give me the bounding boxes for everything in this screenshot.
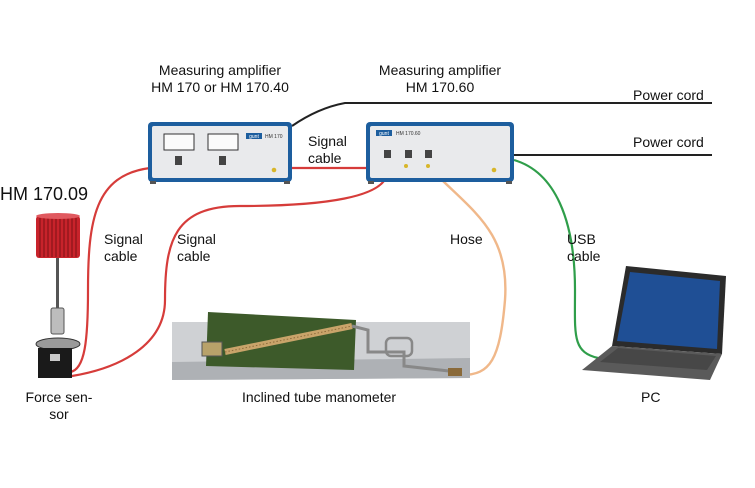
usb-cable-line bbox=[513, 158, 599, 360]
usb-cable-label-line2: cable bbox=[567, 248, 601, 264]
amp2-model: HM 170.60 bbox=[396, 131, 421, 137]
amplifier-1-label: Measuring amplifier HM 170 or HM 170.40 bbox=[132, 62, 308, 96]
usb-cable-label: USB cable bbox=[567, 231, 600, 265]
signal-cable-label-center: Signal cable bbox=[177, 231, 216, 265]
hose-line bbox=[429, 167, 507, 377]
signal-cable-sensor bbox=[69, 166, 151, 374]
power-cord-label-1: Power cord bbox=[633, 87, 704, 103]
sensor-model-label: HM 170.09 bbox=[0, 184, 89, 204]
signal-cable-label-center-line1: Signal bbox=[177, 231, 216, 247]
laptop-pc bbox=[582, 266, 726, 380]
amp1-brand: gunt bbox=[249, 134, 259, 140]
signal-cable-label-mid-line1: Signal bbox=[308, 133, 347, 149]
amp2-brand: gunt bbox=[379, 131, 389, 137]
signal-cable-label-center-line2: cable bbox=[177, 248, 211, 264]
power-cord-1 bbox=[291, 102, 712, 127]
manometer-label: Inclined tube manometer bbox=[241, 389, 397, 405]
amplifier-2-label-line1: Measuring amplifier bbox=[378, 62, 502, 78]
amp1-model: HM 170 bbox=[265, 134, 283, 140]
signal-cable-label-left: Signal cable bbox=[104, 231, 143, 265]
signal-cable-label-mid-line2: cable bbox=[308, 150, 342, 166]
hose-label: Hose bbox=[450, 231, 483, 247]
amplifier-2-label-line2: HM 170.60 bbox=[405, 79, 475, 95]
signal-cable-manometer bbox=[71, 169, 389, 378]
amplifier-1-label-line2: HM 170 or HM 170.40 bbox=[151, 79, 289, 95]
inclined-tube-manometer bbox=[172, 312, 470, 380]
amplifier-1-label-line1: Measuring amplifier bbox=[158, 62, 282, 78]
signal-cable-label-mid: Signal cable bbox=[308, 133, 347, 167]
force-sensor bbox=[35, 213, 81, 378]
pc-label: PC bbox=[641, 389, 661, 405]
amplifier-2-label: Measuring amplifier HM 170.60 bbox=[350, 62, 530, 96]
force-sensor-label-line2: sor bbox=[49, 406, 69, 422]
power-cord-label-2: Power cord bbox=[633, 134, 704, 150]
signal-cable-label-left-line1: Signal bbox=[104, 231, 143, 247]
force-sensor-label: Force sen- sor bbox=[14, 389, 104, 423]
measuring-amplifier-1: gunt HM 170 bbox=[148, 122, 292, 184]
usb-cable-label-line1: USB bbox=[567, 231, 596, 247]
measuring-amplifier-2: gunt HM 170.60 bbox=[366, 122, 514, 184]
signal-cable-label-left-line2: cable bbox=[104, 248, 138, 264]
force-sensor-label-line1: Force sen- bbox=[25, 389, 93, 405]
